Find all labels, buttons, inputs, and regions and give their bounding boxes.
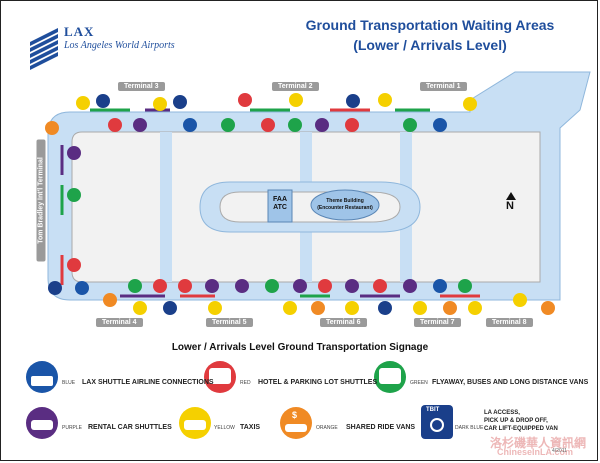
cross-road-west (160, 132, 172, 282)
legend-color-dark-blue: DARK BLUE (455, 425, 484, 431)
terminal-5-label: Terminal 5 (206, 318, 253, 327)
faa-label-line1: FAA (273, 196, 287, 203)
theme-label-line1: Theme Building (326, 198, 364, 204)
terminal-8-label: Terminal 8 (486, 318, 533, 327)
lax-logo-icon (30, 28, 58, 70)
legend-color-red: RED (240, 380, 251, 386)
legend-color-purple: PURPLE (62, 425, 83, 431)
cross-road-north (300, 132, 312, 182)
theme-building-label: Theme Building (Encounter Restaurant) (305, 198, 385, 212)
dark-blue-line3: CAR LIFT-EQUIPPED VAN (484, 426, 558, 432)
orange-badge: $ (292, 410, 298, 420)
terminal-2-label: Terminal 2 (272, 82, 319, 91)
revision-date: 4/2011 (552, 448, 567, 454)
terminal-1-label: Terminal 1 (420, 82, 467, 91)
terminal-7-label: Terminal 7 (414, 318, 461, 327)
faa-label-line2: ATC (273, 204, 287, 211)
cross-road-south (300, 232, 312, 282)
wheelchair-icon (421, 405, 453, 439)
tbit-label: Tom Bradley Int'l Terminal (36, 139, 46, 262)
theme-label-line2: (Encounter Restaurant) (317, 205, 373, 211)
dark-blue-line1: LA ACCESS, (484, 410, 520, 416)
legend-label-purple: RENTAL CAR SHUTTLES (88, 424, 172, 431)
legend-label-dark-blue: LA ACCESS, PICK UP & DROP OFF, CAR LIFT-… (484, 409, 574, 433)
north-label: N (506, 200, 514, 212)
north-arrow-icon (506, 192, 516, 200)
faa-tower (267, 189, 293, 223)
watermark-chinese: 洛杉磯華人資訊網 (490, 436, 587, 450)
legend-label-yellow: TAXIS (240, 424, 261, 431)
stop-markers (45, 93, 555, 315)
theme-building (310, 189, 380, 221)
watermark-url: ChineseInLA.com (497, 447, 574, 457)
legend-color-green: GREEN (410, 380, 428, 386)
terminal-3-label: Terminal 3 (118, 82, 165, 91)
legend-label-red: HOTEL & PARKING LOT SHUTTLES (258, 379, 378, 386)
faa-label: FAA ATC (268, 196, 292, 212)
legend-icons (26, 361, 453, 439)
dark-blue-line2: PICK UP & DROP OFF, (484, 418, 548, 424)
legend-label-orange: SHARED RIDE VANS (346, 424, 416, 431)
legend-label-blue: LAX SHUTTLE AIRLINE CONNECTIONS (82, 379, 214, 386)
legend-color-yellow: YELLOW (214, 425, 235, 431)
legend-color-orange: ORANGE (316, 425, 338, 431)
legend-color-blue: BLUE (62, 380, 76, 386)
map-title-line2: (Lower / Arrivals Level) (353, 37, 507, 53)
lax-badge: LAX (33, 369, 45, 375)
legend-label-green: FLYAWAY, BUSES AND LONG DISTANCE VANS (432, 379, 589, 386)
brand-subtitle: Los Angeles World Airports (64, 40, 175, 51)
map-title-line1: Ground Transportation Waiting Areas (305, 17, 555, 33)
terminal-6-label: Terminal 6 (320, 318, 367, 327)
brand-logo-text: LAX (64, 24, 95, 39)
terminal-4-label: Terminal 4 (96, 318, 143, 327)
tbit-badge: TBIT (426, 407, 440, 413)
legend-heading: Lower / Arrivals Level Ground Transporta… (171, 342, 429, 353)
